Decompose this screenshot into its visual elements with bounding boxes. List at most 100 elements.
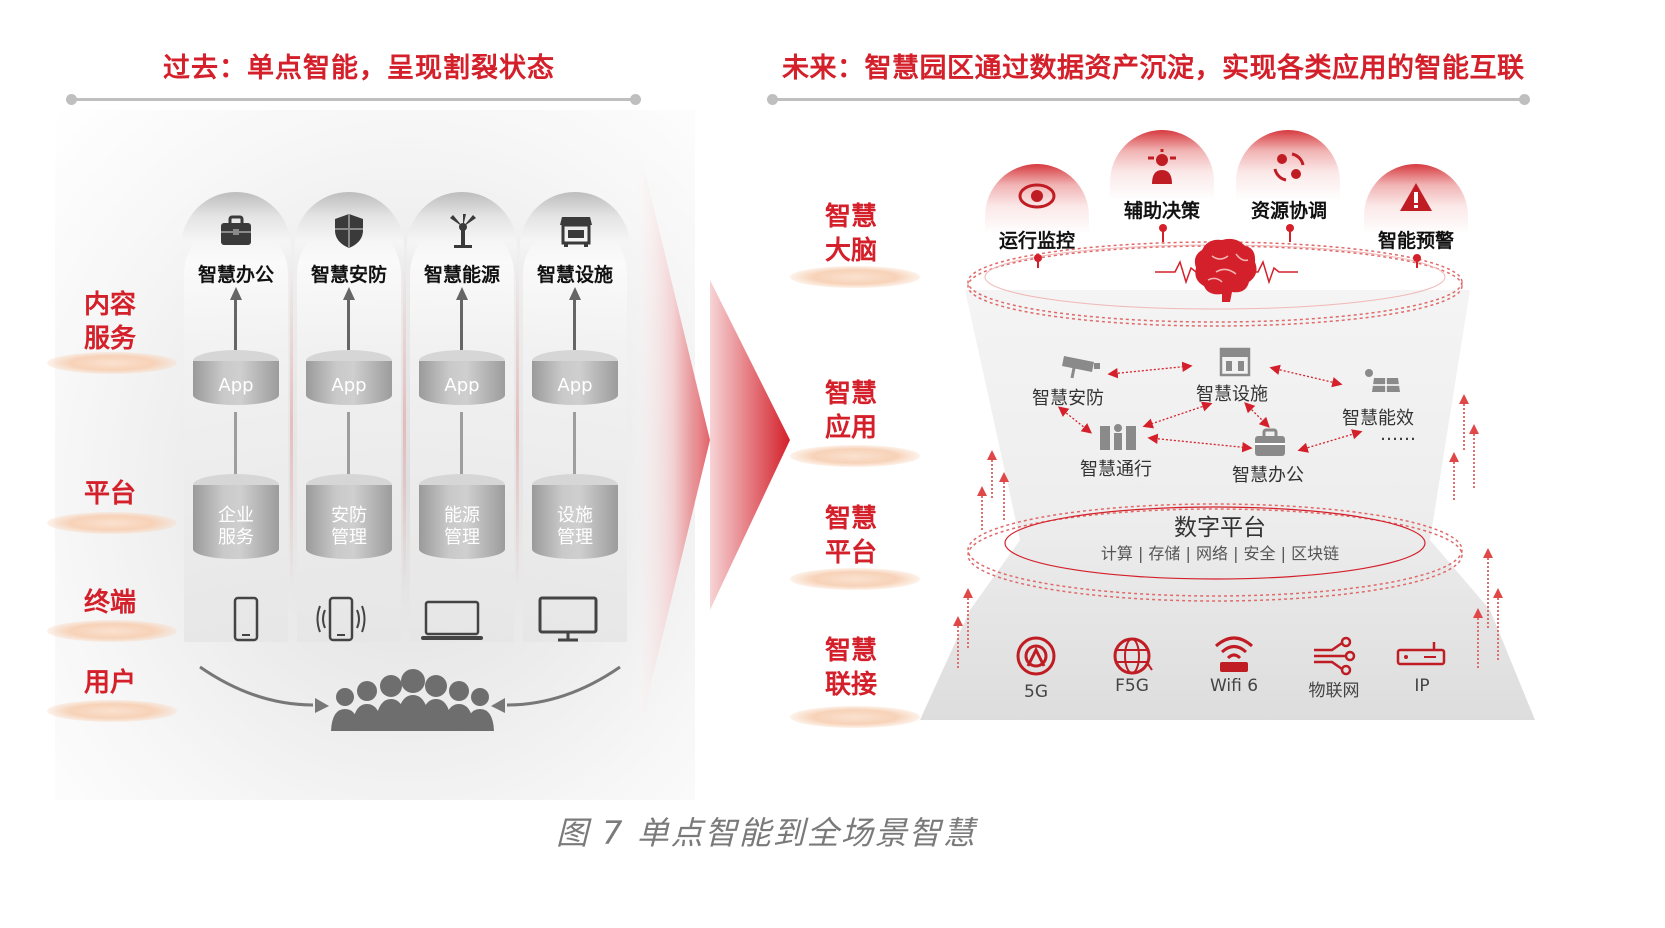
eye-icon — [1018, 183, 1056, 209]
transition-arrow-icon — [630, 110, 790, 770]
pin-icon — [1034, 254, 1042, 268]
service-label: 智慧办公 — [197, 264, 274, 286]
platform-cylinder: 设施 管理 — [532, 474, 618, 559]
connector-line — [234, 412, 237, 474]
app-label: 智慧能效 — [1342, 408, 1414, 429]
shield-icon — [335, 214, 363, 248]
cylinder-body: App — [193, 361, 279, 405]
connector-line — [460, 412, 463, 474]
network-label: Wifi 6 — [1209, 676, 1259, 696]
5g-antenna-icon — [1016, 636, 1056, 676]
pedestal-platform-right — [790, 568, 920, 590]
service-label: 智慧安防 — [310, 264, 387, 286]
platform-label-line: 设施 — [557, 505, 593, 526]
row-label-line: 智慧 — [824, 504, 877, 534]
row-label-brain: 智慧 大脑 — [791, 200, 911, 268]
row-label-line: 大脑 — [824, 236, 877, 266]
left-rule-dot-end — [630, 94, 641, 105]
router-icon — [1396, 642, 1446, 666]
cylinder-body: 能源 管理 — [419, 485, 505, 559]
arrow-up-icon — [569, 287, 581, 300]
row-label-line: 内容 — [83, 290, 136, 320]
service-label: 智慧能源 — [423, 264, 500, 286]
row-label-platform: 平台 — [83, 479, 136, 509]
figure-caption: 图 7 单点智能到全场景智慧 — [556, 814, 977, 852]
people-group-icon — [331, 669, 494, 731]
arrow-up-icon — [230, 287, 242, 300]
pin-icon — [1286, 224, 1294, 242]
cylinder-body: App — [419, 361, 505, 405]
platform-label-line: 管理 — [444, 527, 480, 548]
iot-icon — [1314, 636, 1356, 676]
connector-line — [347, 412, 350, 474]
pin-icon — [1413, 254, 1421, 268]
monitor-icon — [538, 596, 598, 642]
pedestal-user — [47, 700, 177, 722]
app-label: App — [444, 375, 480, 396]
solar-panel-icon — [1365, 369, 1400, 392]
row-label-line: 应用 — [824, 413, 877, 443]
rising-arrows-right — [1449, 394, 1503, 670]
platform-cylinder: 安防 管理 — [306, 474, 392, 559]
right-rule — [773, 98, 1525, 101]
platform-label-line: 管理 — [331, 527, 367, 548]
platform-label-line: 企业 — [218, 505, 254, 526]
column-separator — [403, 260, 406, 590]
facility-icon — [560, 217, 592, 247]
row-label-content-service: 内容 服务 — [50, 288, 170, 356]
service-label: 智慧设施 — [536, 264, 613, 286]
connector-line — [460, 298, 463, 350]
pedestal-brain — [790, 266, 920, 288]
facility-icon — [1219, 347, 1251, 377]
network-label: IP — [1414, 676, 1430, 696]
arrow-up-icon — [456, 287, 468, 300]
left-title: 过去：单点智能，呈现割裂状态 — [163, 53, 555, 84]
cylinder-body: 企业 服务 — [193, 485, 279, 559]
brain-icon — [1194, 238, 1257, 302]
row-label-application: 智慧 应用 — [791, 377, 911, 445]
digital-platform-subtitle: 计算 | 存储 | 网络 | 安全 | 区块链 — [1100, 544, 1340, 563]
network-label: F5G — [1115, 676, 1149, 696]
function-label: 运行监控 — [998, 230, 1075, 252]
row-label-terminal: 终端 — [83, 588, 136, 618]
network-label: 物联网 — [1308, 681, 1360, 701]
column-separator — [290, 260, 293, 590]
right-rule-dot-start — [767, 94, 778, 105]
rising-arrows-left — [953, 450, 1009, 670]
right-rule-dot-end — [1519, 94, 1530, 105]
row-label-line: 智慧 — [824, 636, 877, 666]
resource-coordination-icon — [1273, 152, 1305, 182]
globe-icon — [1113, 637, 1153, 675]
briefcase-icon — [221, 215, 251, 245]
vibrating-phone-icon — [316, 596, 366, 642]
column-separator — [516, 260, 519, 590]
app-cylinder: App — [193, 350, 279, 405]
app-label: App — [331, 375, 367, 396]
app-label: 智慧办公 — [1232, 465, 1304, 486]
connector-line — [347, 298, 350, 350]
row-label-platform-right: 智慧 平台 — [791, 502, 911, 570]
row-label-line: 智慧 — [824, 379, 877, 409]
row-label-line: 平台 — [824, 538, 877, 568]
user-group-section — [199, 665, 621, 731]
arrow-up-icon — [343, 287, 355, 300]
connector-line — [234, 298, 237, 350]
app-label: 智慧通行 — [1080, 459, 1152, 480]
decision-support-icon — [1148, 149, 1176, 184]
connector-line — [573, 412, 576, 474]
network-label: 5G — [1024, 682, 1048, 702]
platform-label-line: 管理 — [557, 527, 593, 548]
curved-arrow-left-icon — [199, 665, 329, 713]
pedestal-platform — [47, 512, 177, 534]
function-label: 辅助决策 — [1123, 200, 1200, 222]
app-links — [1057, 361, 1363, 453]
platform-label-line: 服务 — [218, 527, 254, 548]
brain-ring — [967, 224, 1463, 327]
row-label-line: 智慧 — [824, 202, 877, 232]
pedestal-content-service — [47, 352, 177, 374]
app-network — [1057, 361, 1363, 453]
curved-arrow-right-icon — [491, 665, 621, 713]
pedestal-connection — [790, 706, 920, 728]
cylinder-body: App — [532, 361, 618, 405]
surveillance-camera-icon — [1062, 356, 1100, 379]
